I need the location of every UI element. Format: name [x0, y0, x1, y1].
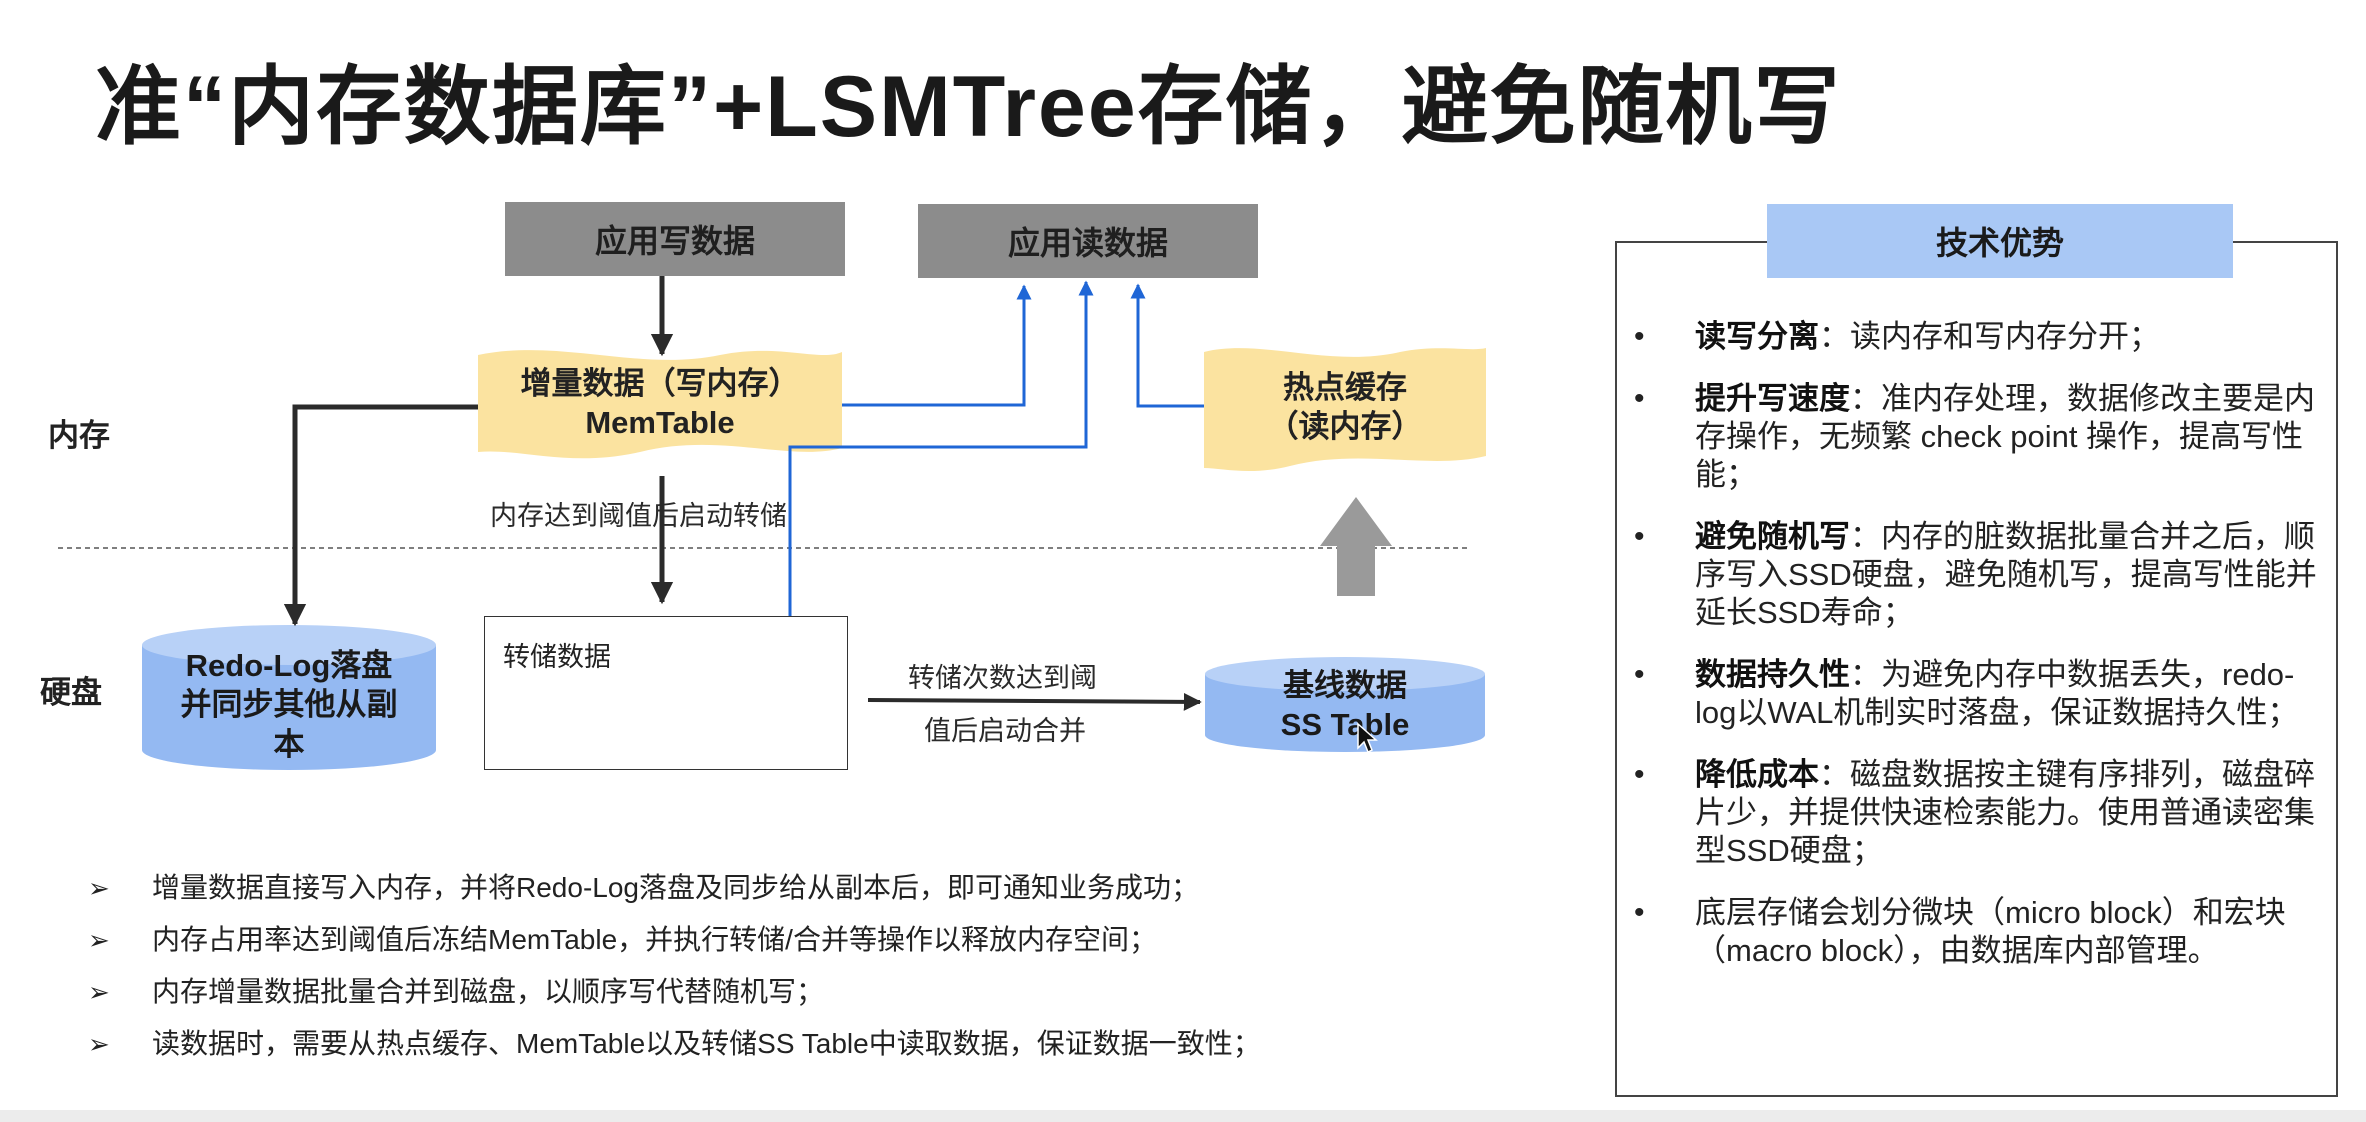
- advantage-item: •避免随机写：内存的脏数据批量合并之后，顺序写入SSD硬盘，避免随机写，提高写性…: [1634, 519, 2317, 630]
- bullet-dot-icon: •: [1634, 520, 1645, 553]
- hot-cache-line1: 热点缓存: [1283, 370, 1407, 406]
- mouse-pointer-icon: [1357, 722, 1378, 754]
- summary-bullet: ➢读数据时，需要从热点缓存、MemTable以及转储SS Table中读取数据，…: [88, 1018, 1261, 1070]
- read-path-memtable: [842, 284, 1032, 407]
- summary-bullet: ➢内存占用率达到阈值后冻结MemTable，并执行转储/合并等操作以释放内存空间…: [88, 914, 1261, 966]
- redo-log-line3: 本: [273, 726, 305, 762]
- region-memory-label: 内存: [48, 418, 110, 453]
- advantage-item: •提升写速度：准内存处理，数据修改主要是内存操作，无频繁 check point…: [1634, 381, 2315, 492]
- baseline-cylinder: [1205, 657, 1485, 752]
- transfer-data-box: 转储数据: [484, 616, 848, 770]
- advantage-item: •读写分离：读内存和写内存分开；: [1634, 319, 2160, 354]
- read-path-sstable: [788, 280, 1094, 616]
- baseline-line1: 基线数据: [1283, 667, 1407, 703]
- baseline-text: 基线数据 SS Table: [1205, 664, 1485, 746]
- app-write-box: 应用写数据: [505, 202, 845, 276]
- app-read-box: 应用读数据: [918, 204, 1258, 278]
- advantages-list: •读写分离：读内存和写内存分开； •提升写速度：准内存处理，数据修改主要是内存操…: [1630, 318, 2330, 994]
- bullet-dot-icon: •: [1634, 658, 1645, 691]
- advantage-item: •底层存储会划分微块（micro block）和宏块（macro block），…: [1634, 895, 2286, 968]
- redo-log-line2: 并同步其他从副: [180, 687, 398, 723]
- memtable-banner: 增量数据（写内存） MemTable: [478, 358, 842, 450]
- bullet-dot-icon: •: [1634, 320, 1645, 353]
- advantages-header: 技术优势: [1767, 204, 2233, 278]
- page-title: 准“内存数据库”+LSMTree存储，避免随机写: [95, 59, 1842, 155]
- hot-cache-banner: 热点缓存 （读内存）: [1204, 362, 1486, 454]
- arrow-bullet-icon: ➢: [88, 977, 110, 1007]
- hot-cache-banner-shape: [1204, 348, 1486, 472]
- redo-log-text: Redo-Log落盘 并同步其他从副 本: [142, 645, 436, 765]
- summary-bullet-list: ➢增量数据直接写入内存，并将Redo-Log落盘及同步给从副本后，即可通知业务成…: [88, 862, 1261, 1070]
- arrow-memtable-to-redo-log: [283, 404, 478, 627]
- baseline-line2: SS Table: [1280, 707, 1410, 742]
- redo-log-line1: Redo-Log落盘: [185, 647, 393, 683]
- memtable-line1: 增量数据（写内存）: [520, 366, 800, 402]
- threshold-note: 内存达到阈值后启动转储: [490, 501, 787, 531]
- summary-bullet: ➢内存增量数据批量合并到磁盘，以顺序写代替随机写；: [88, 966, 1261, 1018]
- bullet-dot-icon: •: [1634, 896, 1645, 929]
- transfer-data-label: 转储数据: [503, 642, 611, 672]
- advantage-item: •降低成本：磁盘数据按主键有序排列，磁盘碎片少，并提供快速检索能力。使用普通读密…: [1634, 757, 2315, 868]
- bottom-strip: [0, 1110, 2366, 1122]
- memtable-banner-shape: [478, 350, 842, 459]
- advantage-item: •数据持久性：为避免内存中数据丢失，redo-log以WAL机制实时落盘，保证数…: [1634, 657, 2299, 730]
- memtable-line2: MemTable: [585, 405, 735, 440]
- arrow-up-to-hot-cache: [1320, 497, 1392, 596]
- bullet-dot-icon: •: [1634, 758, 1645, 791]
- arrow-bullet-icon: ➢: [88, 1029, 110, 1059]
- arrow-bullet-icon: ➢: [88, 873, 110, 903]
- merge-note-line2: 值后启动合并: [924, 716, 1086, 746]
- redo-log-cylinder: [142, 625, 436, 770]
- arrow-transfer-to-baseline: [867, 692, 1202, 711]
- region-disk-label: 硬盘: [40, 675, 102, 710]
- arrow-bullet-icon: ➢: [88, 925, 110, 955]
- read-path-hot-cache: [1130, 283, 1204, 408]
- bullet-dot-icon: •: [1634, 382, 1645, 415]
- merge-note-line1: 转储次数达到阈: [908, 663, 1097, 693]
- hot-cache-line2: （读内存）: [1267, 409, 1423, 444]
- summary-bullet: ➢增量数据直接写入内存，并将Redo-Log落盘及同步给从副本后，即可通知业务成…: [88, 862, 1261, 914]
